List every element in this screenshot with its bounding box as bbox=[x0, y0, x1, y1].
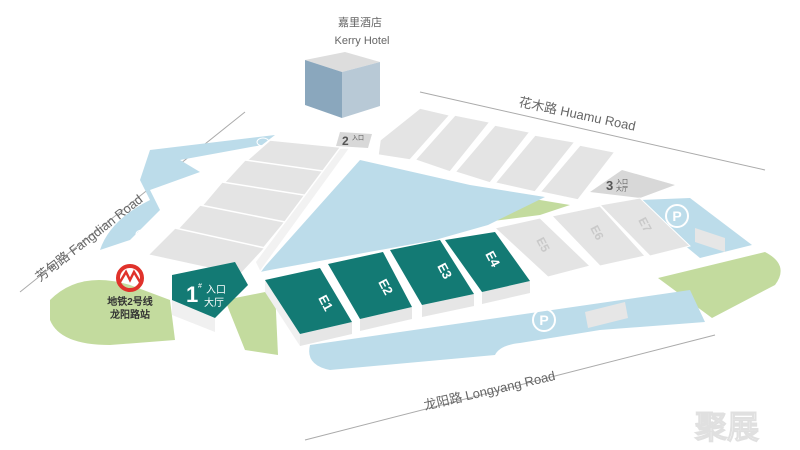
parking-icon bbox=[211, 173, 225, 183]
entrance-1: 1 # 入口 大厅 bbox=[172, 262, 248, 332]
svg-text:入口: 入口 bbox=[352, 135, 364, 142]
metro-station-label: 龙阳路站 bbox=[109, 308, 150, 321]
svg-text:入口: 入口 bbox=[206, 285, 226, 296]
svg-text:P: P bbox=[539, 312, 548, 328]
svg-text:P: P bbox=[672, 208, 681, 224]
watermark: 聚展 bbox=[694, 409, 759, 445]
svg-text:2: 2 bbox=[342, 134, 349, 148]
svg-text:#: # bbox=[198, 283, 202, 290]
parking-icon: P bbox=[532, 308, 556, 332]
hall-e1[interactable]: E1 bbox=[265, 268, 352, 346]
svg-text:3: 3 bbox=[606, 178, 613, 193]
hall-e5[interactable]: E5 bbox=[493, 217, 591, 278]
metro-icon bbox=[116, 264, 144, 292]
parking-icon: P bbox=[665, 204, 689, 228]
hall-e7[interactable]: E7 bbox=[598, 197, 691, 257]
north-halls bbox=[377, 107, 617, 201]
service-building bbox=[695, 228, 725, 252]
hall-e4[interactable]: E4 bbox=[445, 232, 530, 304]
green-area-east bbox=[658, 252, 781, 318]
huamu-road-line bbox=[419, 91, 766, 171]
service-building bbox=[585, 302, 628, 328]
svg-text:1: 1 bbox=[186, 282, 198, 307]
green-area-west bbox=[50, 280, 175, 345]
metro-line-label: 地铁2号线 bbox=[107, 295, 153, 308]
parking-icon bbox=[135, 229, 149, 239]
longyang-road-label: 龙阳路 Longyang Road bbox=[422, 368, 556, 413]
hotel-name-cn: 嘉里酒店 bbox=[338, 15, 382, 29]
entrance-2: 2 入口 bbox=[336, 132, 372, 148]
svg-text:E5: E5 bbox=[533, 235, 552, 255]
svg-text:E7: E7 bbox=[635, 215, 654, 235]
svg-text:入口: 入口 bbox=[616, 179, 628, 186]
fangdian-road-line bbox=[19, 111, 246, 293]
entrance-3: 3 入口 大厅 bbox=[590, 170, 675, 198]
hall-e2[interactable]: E2 bbox=[328, 252, 412, 331]
svg-text:E4: E4 bbox=[482, 248, 503, 270]
svg-text:E1: E1 bbox=[315, 292, 336, 313]
svg-text:大厅: 大厅 bbox=[616, 185, 628, 193]
hall-e6[interactable]: E6 bbox=[551, 205, 646, 267]
central-lake bbox=[260, 160, 545, 272]
kerry-hotel-building bbox=[305, 52, 380, 118]
svg-text:大厅: 大厅 bbox=[204, 296, 224, 309]
west-halls bbox=[146, 139, 352, 276]
parking-west bbox=[100, 135, 275, 250]
svg-text:E6: E6 bbox=[587, 223, 606, 243]
green-area-entrance bbox=[225, 290, 278, 355]
svg-text:E3: E3 bbox=[434, 260, 455, 281]
hall-e3[interactable]: E3 bbox=[390, 240, 474, 317]
svg-text:E2: E2 bbox=[375, 276, 396, 297]
longyang-road-line bbox=[304, 334, 716, 441]
hotel-name-en: Kerry Hotel bbox=[334, 35, 389, 47]
